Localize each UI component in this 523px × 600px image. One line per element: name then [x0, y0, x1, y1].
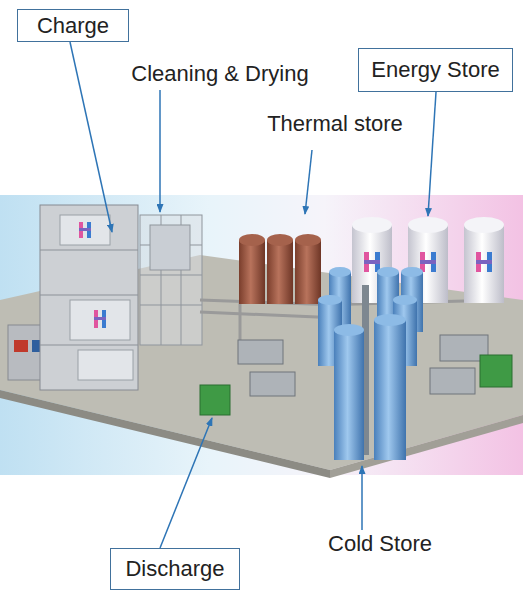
charge-tower — [40, 205, 138, 390]
vessel-dome — [334, 324, 364, 336]
charge-building — [8, 205, 138, 390]
pipe — [239, 302, 242, 340]
steel-frame — [140, 215, 202, 345]
tank-dome — [352, 217, 392, 233]
floor-line — [40, 295, 138, 296]
vessel-dome — [329, 267, 351, 277]
generator-box — [480, 355, 512, 387]
tank-body — [295, 240, 321, 304]
tank-dome — [267, 234, 293, 246]
vessel-body — [334, 330, 364, 460]
part-label: Cold Store — [290, 531, 470, 556]
compressor-skid — [430, 368, 475, 394]
leader-arrow — [159, 90, 161, 212]
tank-dome — [464, 217, 504, 233]
tank-body — [239, 240, 265, 304]
logo-mark — [476, 252, 492, 272]
thermal-store-tanks — [239, 234, 321, 304]
machinery — [200, 335, 512, 415]
cleaning-drying-frame — [140, 215, 202, 345]
logo-mark — [94, 310, 106, 328]
logo-bar — [79, 228, 91, 231]
floor-line — [40, 345, 138, 346]
frame-beam — [140, 275, 202, 276]
callout-box: Energy Store — [358, 48, 513, 92]
tank-dome — [408, 217, 448, 233]
cold-box — [60, 215, 110, 245]
vessel-dome — [393, 295, 417, 305]
tank-dome — [239, 234, 265, 246]
vessel-dome — [401, 267, 423, 277]
callout-text: Energy Store — [371, 57, 499, 82]
callout-text: Charge — [37, 13, 109, 38]
cold-box — [70, 300, 130, 340]
leader-arrow — [361, 466, 363, 530]
logo-bar — [476, 260, 492, 264]
tank-dome — [295, 234, 321, 246]
logo-bar — [364, 260, 380, 264]
generator-box — [200, 385, 230, 415]
logo-bar — [420, 260, 436, 264]
vessel-body — [374, 320, 406, 460]
equipment-red — [14, 340, 28, 352]
platform-edge — [0, 390, 330, 478]
floor-line — [40, 250, 138, 251]
turbine-skid — [250, 372, 295, 396]
tank-body — [464, 225, 504, 303]
logo-mark — [364, 252, 380, 272]
tank-body — [267, 240, 293, 304]
frame-beam — [140, 305, 202, 306]
logo-mark — [420, 252, 436, 272]
logo-mark — [79, 222, 91, 238]
logo-bar — [94, 317, 106, 320]
energy-store-tanks — [352, 217, 504, 303]
leader-arrow — [305, 150, 312, 214]
cold-store-vessels — [318, 267, 423, 460]
dryer-vessel — [150, 225, 190, 270]
callout-text: Discharge — [125, 556, 224, 581]
leader-arrow — [428, 92, 436, 216]
turbine-skid — [238, 340, 283, 364]
part-label: Cleaning & Drying — [90, 61, 350, 86]
vessel-dome — [377, 267, 399, 277]
vessel-dome — [374, 314, 406, 326]
sky-backdrop — [0, 195, 523, 475]
cold-box — [78, 350, 133, 380]
callout-box: Charge — [17, 9, 129, 42]
part-label: Thermal store — [230, 111, 440, 136]
leader-arrow — [160, 418, 212, 548]
callout-box: Discharge — [110, 548, 240, 590]
leader-arrow — [70, 42, 112, 232]
vessel-dome — [318, 295, 342, 305]
